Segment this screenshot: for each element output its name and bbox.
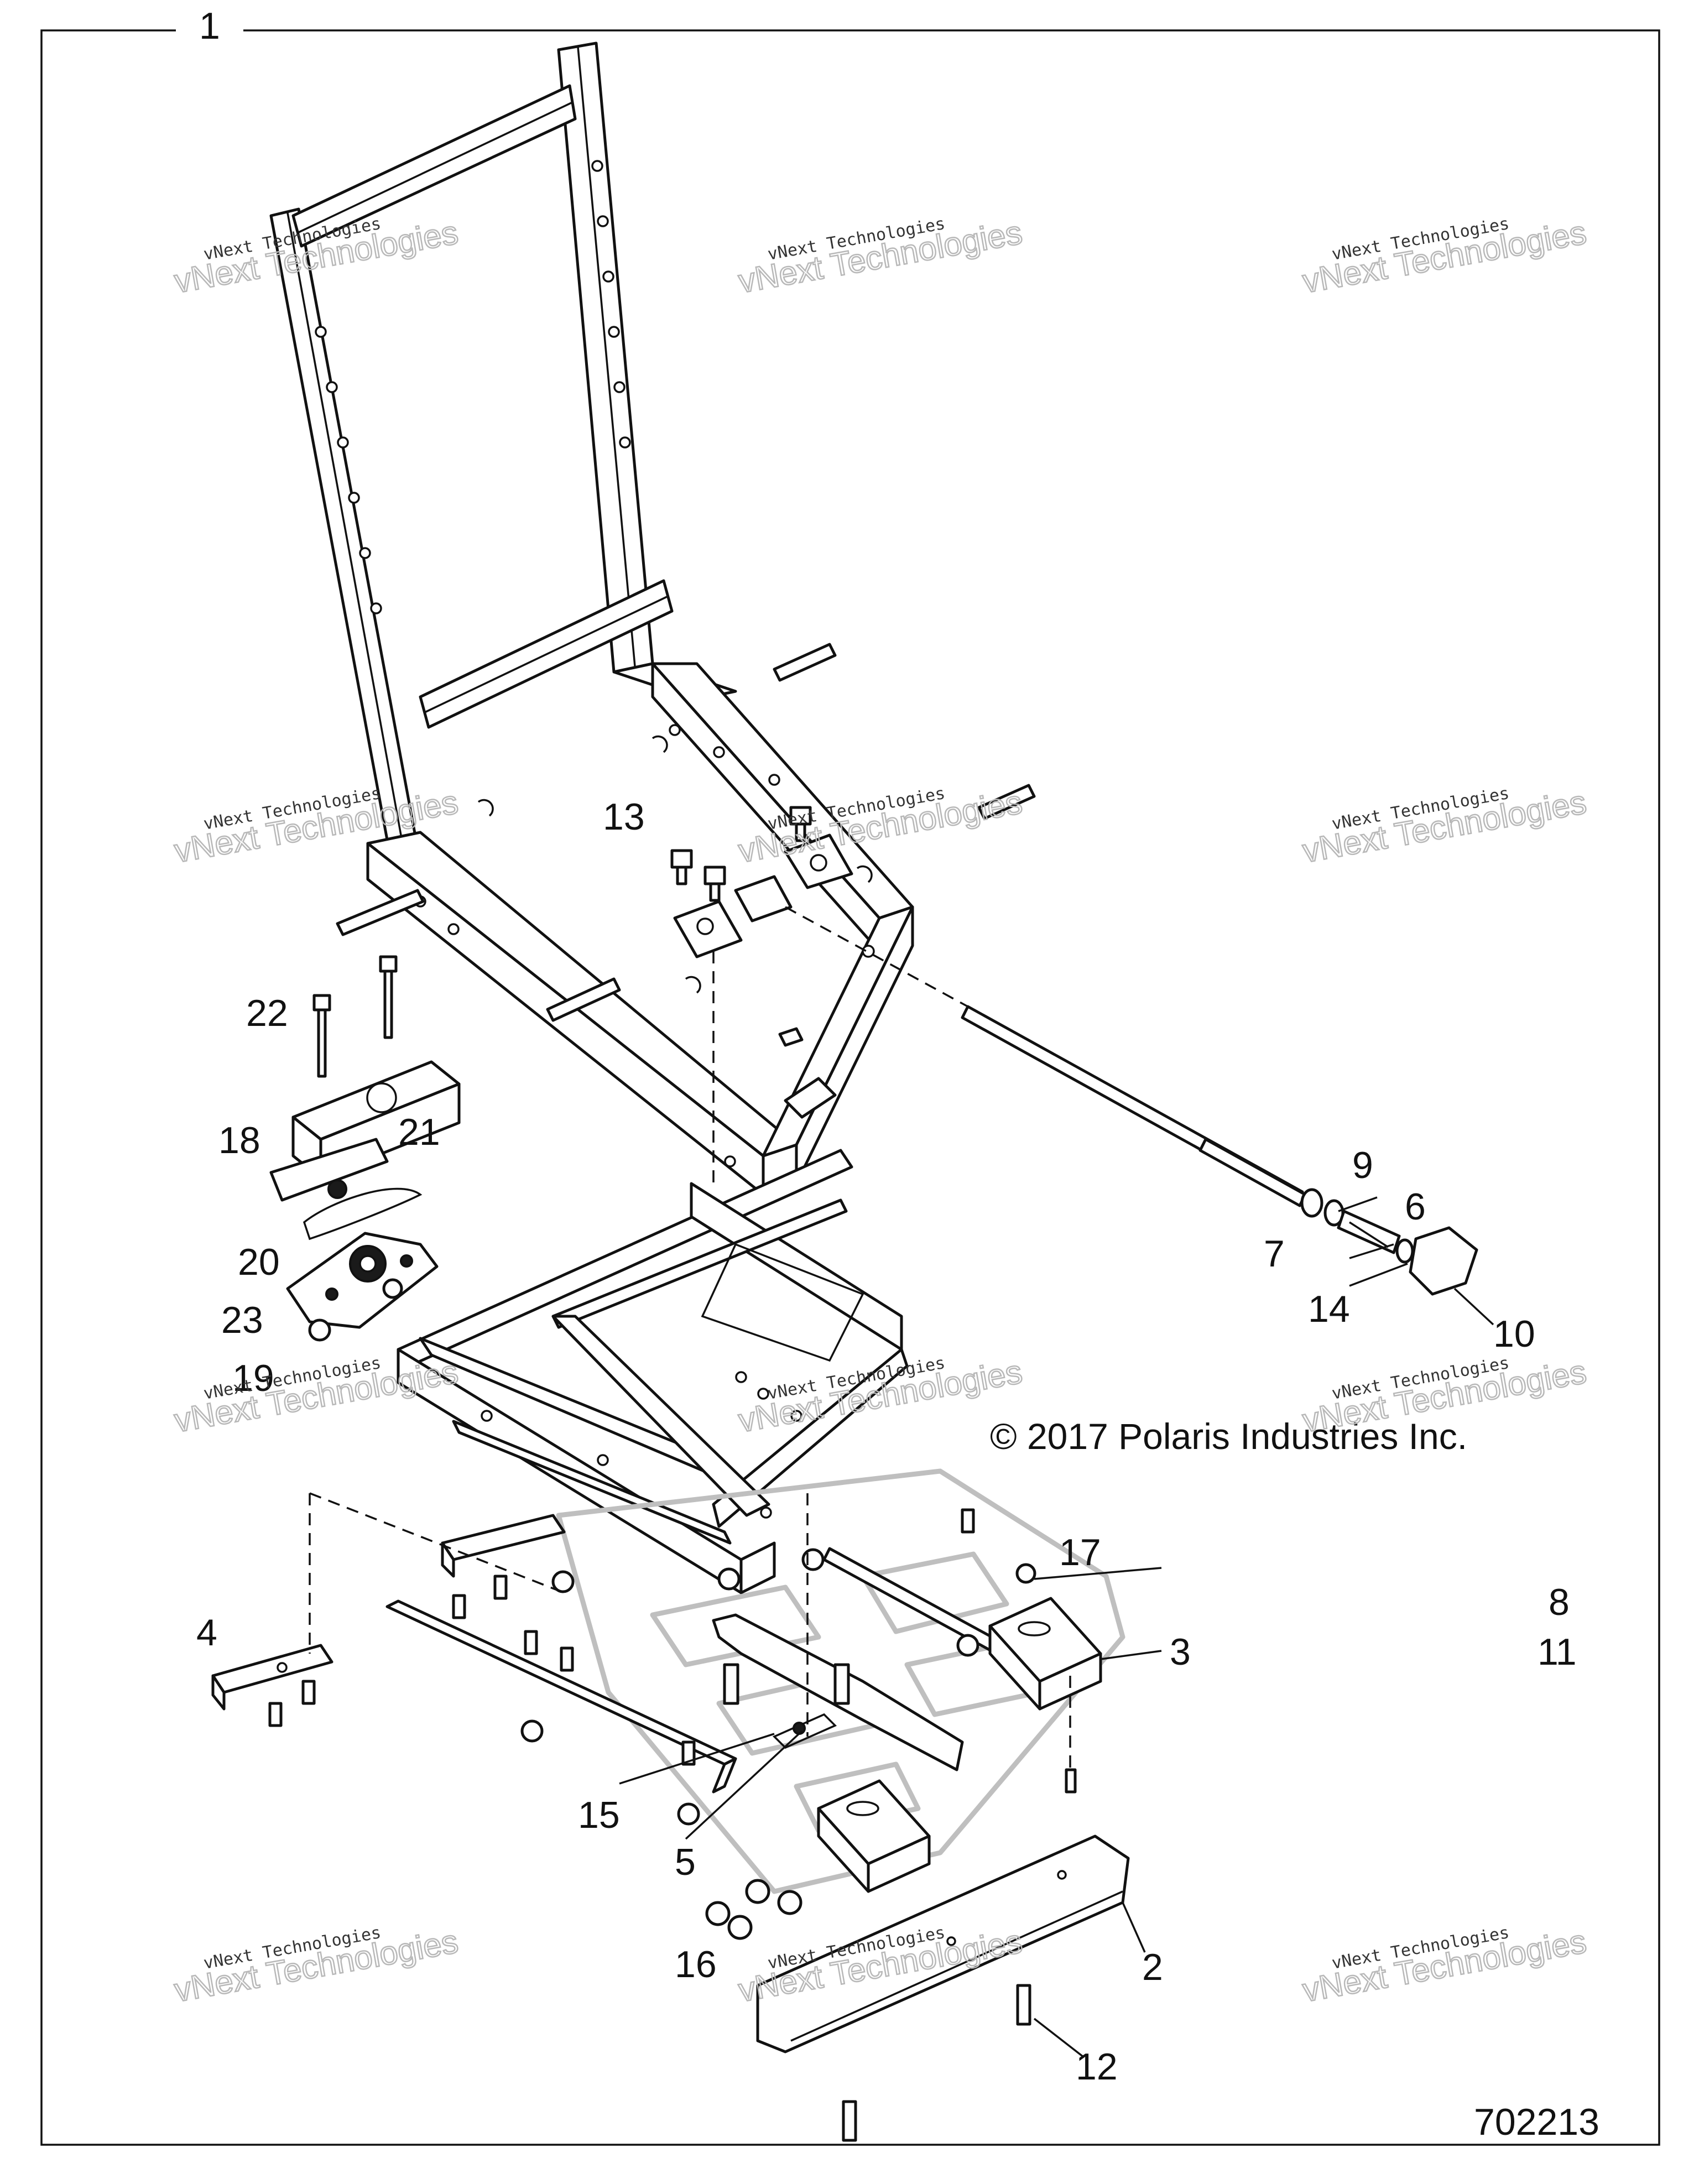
mount-brackets[interactable] [673, 833, 853, 958]
callout-2[interactable]: 2 [1142, 1946, 1163, 1988]
callout-18[interactable]: 18 [218, 1119, 260, 1161]
callout-20[interactable]: 20 [238, 1241, 280, 1283]
callout-12[interactable]: 12 [1076, 2046, 1118, 2088]
straps-4[interactable] [211, 1514, 1014, 1794]
small-screws[interactable] [268, 1508, 975, 1766]
callout-1[interactable]: 1 [199, 5, 220, 47]
center-line-4 [309, 1492, 565, 1594]
spring-20[interactable] [303, 1187, 423, 1240]
callout-16[interactable]: 16 [675, 1943, 717, 1985]
bolt-22[interactable] [312, 955, 398, 1078]
copyright-text: © 2017 Polaris Industries Inc. [990, 1416, 1467, 1457]
callout-19[interactable]: 19 [232, 1357, 274, 1399]
callout-17[interactable]: 17 [1059, 1531, 1101, 1573]
diagram-border [40, 29, 1660, 2146]
callout-21[interactable]: 21 [398, 1111, 440, 1153]
callout-13[interactable]: 13 [603, 796, 645, 838]
slider-rail[interactable] [712, 1613, 964, 1771]
callout-15[interactable]: 15 [578, 1794, 620, 1836]
seat-slider-frame[interactable] [397, 1149, 909, 1594]
screws-12[interactable] [842, 1984, 1031, 2142]
latch-21[interactable] [269, 1138, 389, 1202]
callout-11[interactable]: 11 [1538, 1631, 1577, 1673]
callout-3[interactable]: 3 [1170, 1631, 1191, 1673]
callout-23[interactable]: 23 [221, 1299, 263, 1341]
screw-below-3[interactable] [1065, 1768, 1077, 1794]
callout-8[interactable]: 8 [1549, 1581, 1570, 1623]
plate-23[interactable] [286, 1232, 439, 1329]
document-number: 702213 [1474, 2101, 1599, 2143]
callout-4[interactable]: 4 [196, 1612, 217, 1654]
callout-10[interactable]: 10 [1493, 1313, 1535, 1355]
bolts-13[interactable] [670, 806, 812, 902]
callout-7[interactable]: 7 [1264, 1233, 1285, 1275]
callout-22[interactable]: 22 [246, 992, 288, 1034]
e-clips [477, 735, 873, 994]
center-line-2 [785, 906, 968, 1008]
nuts-19[interactable] [308, 1278, 403, 1342]
callout-5[interactable]: 5 [675, 1841, 696, 1883]
callout-6[interactable]: 6 [1405, 1186, 1426, 1228]
pivot-pins[interactable] [336, 643, 1036, 1047]
adjuster-knob-assembly[interactable] [1300, 1188, 1478, 1296]
callout-14[interactable]: 14 [1308, 1288, 1350, 1330]
callout-9[interactable]: 9 [1352, 1144, 1373, 1186]
flange-nuts[interactable] [520, 1548, 1036, 1826]
adjuster-rod[interactable] [961, 1005, 1307, 1207]
slide-blocks-3[interactable] [817, 1597, 1102, 1893]
nuts-16[interactable] [705, 1879, 802, 1940]
leader-lines [619, 1196, 1494, 2058]
seat-back-frame[interactable] [269, 41, 737, 871]
